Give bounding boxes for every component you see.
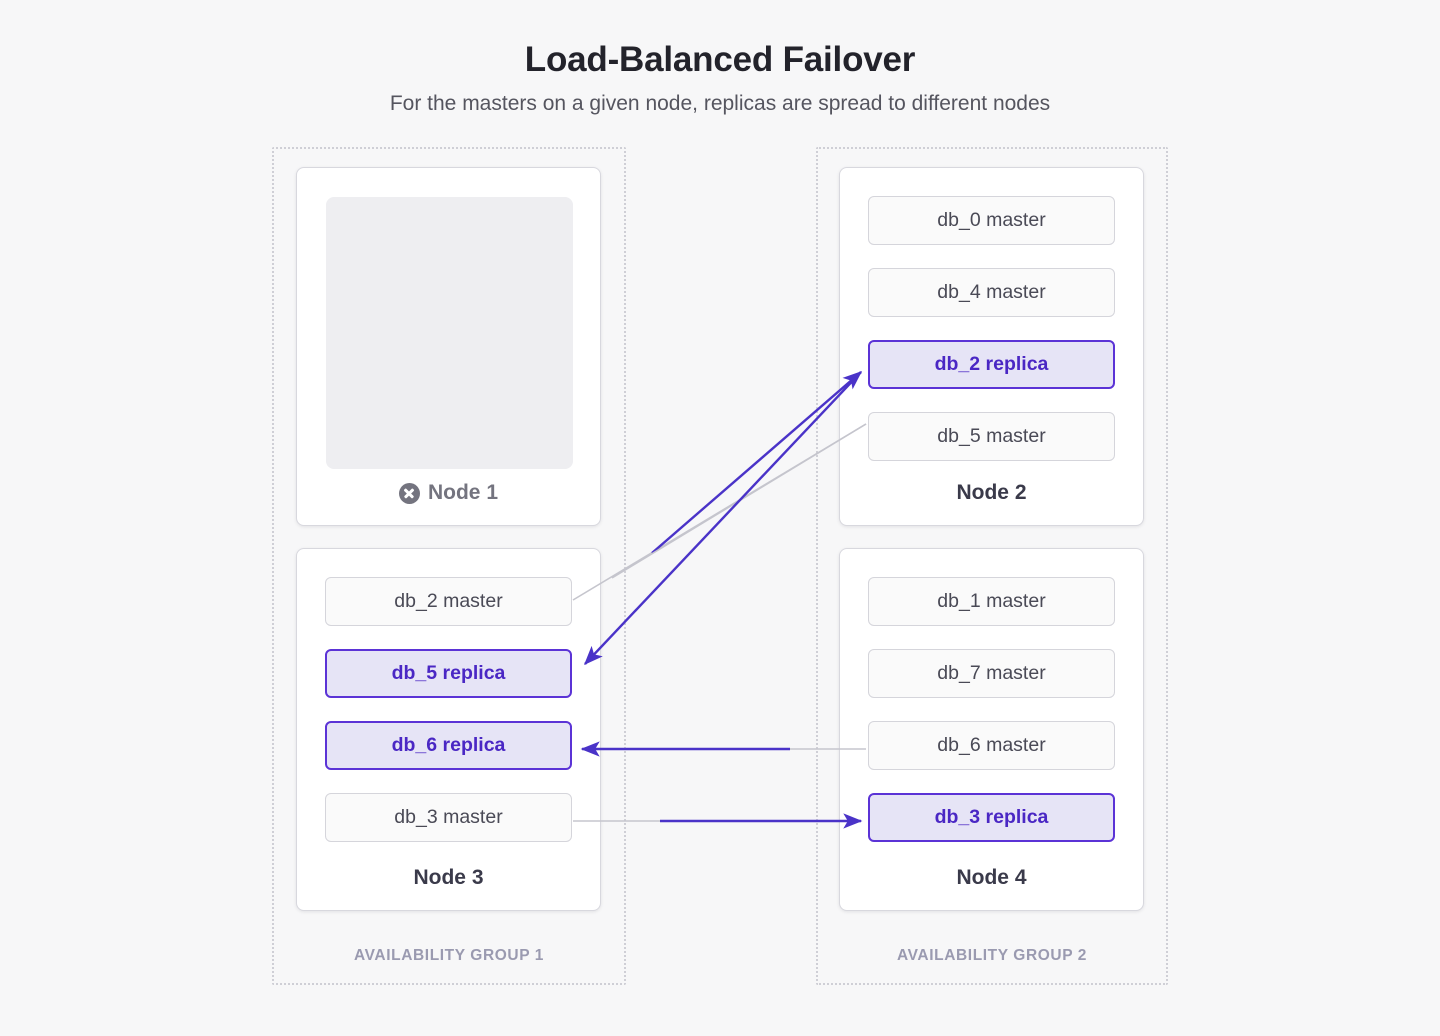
node-4-label-text: Node 4 bbox=[956, 866, 1027, 889]
db-slot-db_5-replica[interactable]: db_5 replica bbox=[325, 649, 572, 698]
db-slot-db_1-master[interactable]: db_1 master bbox=[868, 577, 1115, 626]
node-1-label-text: Node 1 bbox=[427, 481, 498, 504]
db-slot-db_2-master[interactable]: db_2 master bbox=[325, 577, 572, 626]
x-circle-icon bbox=[398, 482, 420, 504]
node-2-slot-list: db_0 master db_4 master db_2 replica db_… bbox=[868, 196, 1115, 484]
availability-group-2-label: AVAILABILITY GROUP 2 bbox=[897, 947, 1087, 964]
node-3-label: Node 3 bbox=[297, 866, 600, 890]
node-card-node-4[interactable]: db_1 master db_7 master db_6 master db_3… bbox=[839, 548, 1144, 911]
db-slot-db_5-master[interactable]: db_5 master bbox=[868, 412, 1115, 461]
node-2-label: Node 2 bbox=[840, 481, 1143, 505]
node-1-empty-placeholder bbox=[326, 197, 573, 469]
page-title: Load-Balanced Failover bbox=[524, 40, 916, 79]
db-slot-db_0-master[interactable]: db_0 master bbox=[868, 196, 1115, 245]
db-slot-db_3-replica[interactable]: db_3 replica bbox=[868, 793, 1115, 842]
node-3-slot-list: db_2 master db_5 replica db_6 replica db… bbox=[325, 577, 572, 865]
node-2-label-text: Node 2 bbox=[956, 481, 1027, 504]
node-card-node-3[interactable]: db_2 master db_5 replica db_6 replica db… bbox=[296, 548, 601, 911]
node-4-slot-list: db_1 master db_7 master db_6 master db_3… bbox=[868, 577, 1115, 865]
node-3-label-text: Node 3 bbox=[413, 866, 484, 889]
db-slot-db_6-master[interactable]: db_6 master bbox=[868, 721, 1115, 770]
db-slot-db_7-master[interactable]: db_7 master bbox=[868, 649, 1115, 698]
node-card-node-1[interactable]: Node 1 bbox=[296, 167, 601, 526]
availability-group-1-label: AVAILABILITY GROUP 1 bbox=[354, 947, 544, 964]
page-subtitle: For the masters on a given node, replica… bbox=[389, 92, 1051, 115]
node-4-label: Node 4 bbox=[840, 866, 1143, 890]
node-card-node-2[interactable]: db_0 master db_4 master db_2 replica db_… bbox=[839, 167, 1144, 526]
node-1-label: Node 1 bbox=[297, 481, 600, 505]
db-slot-db_6-replica[interactable]: db_6 replica bbox=[325, 721, 572, 770]
db-slot-db_4-master[interactable]: db_4 master bbox=[868, 268, 1115, 317]
db-slot-db_3-master[interactable]: db_3 master bbox=[325, 793, 572, 842]
db-slot-db_2-replica[interactable]: db_2 replica bbox=[868, 340, 1115, 389]
